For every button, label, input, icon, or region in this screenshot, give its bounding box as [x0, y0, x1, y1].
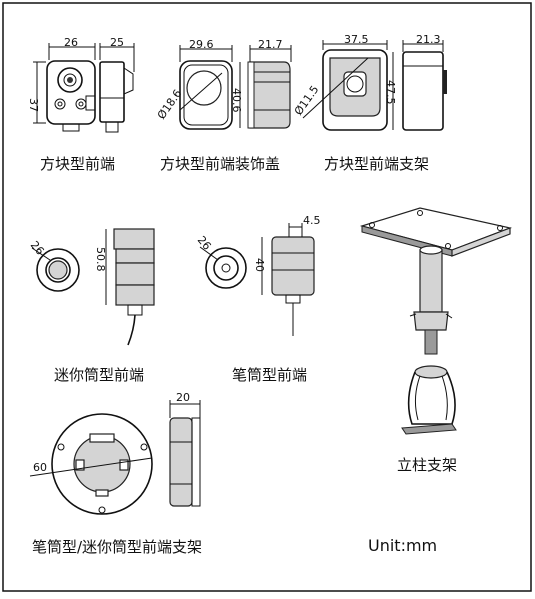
dim-depth: 21.7	[258, 38, 283, 51]
dim-line-diameter	[29, 457, 153, 477]
dim-line-diameter	[302, 57, 369, 119]
tube-bracket-front-view	[51, 413, 153, 515]
square-front-front-view	[46, 60, 96, 132]
mini-tube-front-view	[36, 248, 80, 292]
dim-diameter: Ø11.5	[292, 83, 322, 118]
square-bracket-front-view	[322, 49, 388, 131]
dim-height: 47.5	[384, 80, 397, 105]
square-cover-side-view	[247, 61, 291, 129]
pen-tube-camera: 26 4.5 40 笔筒型前端	[195, 214, 321, 384]
dim-height: 37	[27, 98, 40, 112]
pole-bracket-caption: 立柱支架	[397, 456, 457, 474]
tube-bracket-caption: 笔筒型/迷你筒型前端支架	[32, 538, 202, 556]
square-cover: Ø18.6 29.6 21.7 40.6 方块型前端装饰盖	[155, 38, 292, 173]
square-bracket: Ø11.5 37.5 21.3 47.5 方块型前端支架	[292, 33, 447, 173]
square-cover-front-view	[179, 60, 233, 130]
pen-tube-caption: 笔筒型前端	[232, 366, 307, 384]
mini-tube-camera: 26 50.8 迷你筒型前端	[28, 228, 155, 384]
pen-tube-side-view	[271, 236, 315, 336]
mini-tube-caption: 迷你筒型前端	[54, 366, 144, 384]
tube-bracket-side-view	[169, 417, 201, 507]
pen-tube-front-view	[205, 247, 247, 289]
square-cover-caption: 方块型前端装饰盖	[160, 155, 280, 173]
dim-width: 37.5	[344, 33, 369, 46]
dim-width: 29.6	[189, 38, 214, 51]
square-front-caption: 方块型前端	[40, 155, 115, 173]
square-bracket-caption: 方块型前端支架	[324, 155, 429, 173]
outer-frame	[2, 2, 532, 592]
mini-tube-side-view	[113, 228, 155, 346]
dim-line-diameter	[179, 72, 223, 111]
dim-depth: 21.3	[416, 33, 441, 46]
dim-lip: 4.5	[303, 214, 321, 227]
dim-diameter: 60	[33, 461, 47, 474]
dim-depth: 20	[176, 391, 190, 404]
pole-bracket: 立柱支架	[359, 207, 513, 474]
dim-height: 40.6	[230, 88, 243, 113]
dim-depth: 25	[110, 36, 124, 49]
dim-length: 40	[253, 258, 266, 272]
square-front-camera: 26 37 25 方块型前端	[27, 36, 135, 173]
tube-bracket: 60 20 笔筒型/迷你筒型前端支架	[29, 391, 202, 556]
dim-width: 26	[64, 36, 78, 49]
dim-length: 50.8	[94, 247, 107, 272]
dim-diameter: 26	[195, 234, 214, 253]
square-bracket-side-view	[402, 51, 447, 131]
units-label: Unit:mm	[368, 536, 437, 555]
square-front-side-view	[99, 61, 134, 133]
